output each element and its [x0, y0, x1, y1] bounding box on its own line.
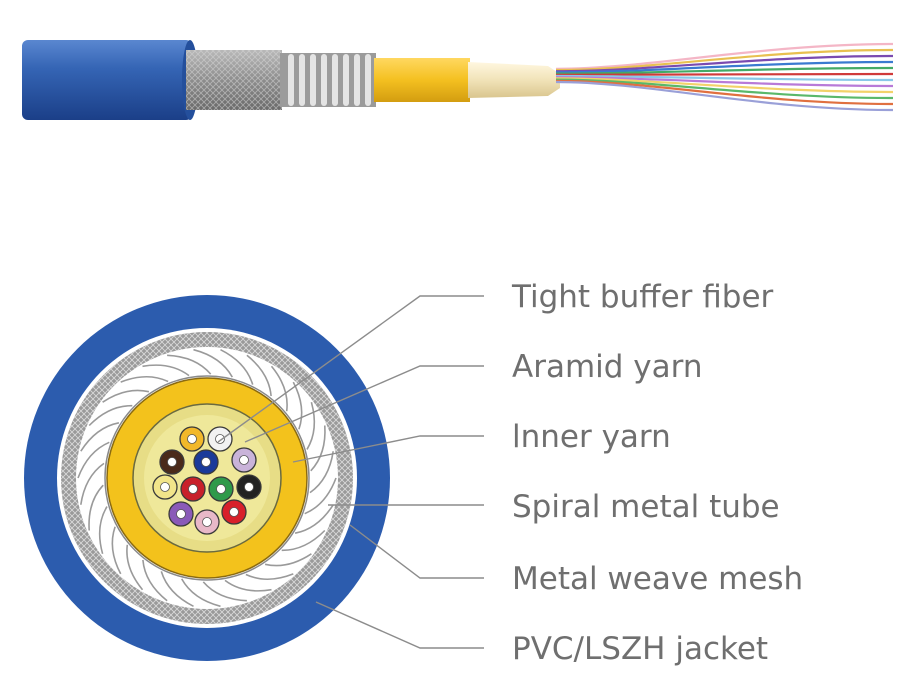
spiral-arc — [270, 365, 288, 412]
fiber-strand — [555, 48, 894, 72]
spiral-arc — [246, 354, 272, 397]
spiral-arc — [245, 573, 294, 581]
fiber-strand — [555, 54, 894, 73]
leader-aramid-yarn — [244, 365, 484, 443]
fiber-strand — [555, 66, 894, 75]
spiral-arc — [264, 553, 312, 567]
leader-lines — [217, 295, 484, 649]
label-aramid-yarn: Aramid yarn — [512, 349, 702, 385]
spiral-rib — [321, 54, 327, 106]
side-aramid — [374, 58, 470, 102]
spiral-arc — [98, 506, 108, 555]
fiber-core — [244, 482, 254, 492]
cable-cross-section — [24, 295, 390, 661]
spiral-arc — [304, 477, 337, 515]
side-mesh-weave — [186, 50, 282, 110]
fiber-core — [160, 482, 170, 492]
spiral-rib — [299, 54, 305, 106]
spiral-arc — [281, 529, 326, 552]
spiral-arc — [80, 462, 105, 505]
label-tight-buffer-fiber: Tight buffer fiber — [511, 279, 774, 315]
label-inner-yarn: lnner yarn — [512, 419, 671, 455]
spiral-arc — [193, 348, 233, 378]
label-spiral-metal-tube: Spiral metal tube — [512, 489, 780, 525]
label-pvc-lszh-jacket: PVC/LSZH jacket — [512, 631, 768, 667]
spiral-rib — [332, 54, 338, 106]
spiral-arc — [202, 581, 247, 602]
spiral-arc — [126, 544, 144, 591]
spiral-arc — [111, 526, 122, 575]
side-fiber-fan — [555, 42, 894, 112]
cross-spiral-inner-edge — [104, 375, 310, 581]
spiral-arc — [310, 425, 326, 472]
fiber-strand — [555, 79, 894, 106]
spiral-arc — [309, 451, 334, 494]
fiber-core — [229, 507, 239, 517]
leader-metal-weave-mesh — [349, 524, 484, 579]
cross-spiral-metal-tube — [77, 348, 337, 608]
spiral-arc — [142, 559, 168, 602]
side-spiral-tube — [280, 53, 376, 107]
side-inner-yarn — [468, 62, 560, 98]
spiral-arc — [220, 348, 254, 385]
spiral-arc — [160, 571, 194, 608]
spiral-arc — [88, 484, 104, 531]
spiral-arc — [77, 441, 110, 479]
spiral-rib — [310, 54, 316, 106]
fiber-strand — [555, 78, 894, 100]
fiber-strand — [555, 77, 894, 94]
leader-inner-yarn — [292, 435, 484, 463]
spiral-rib — [288, 54, 294, 106]
fiber-core — [202, 517, 212, 527]
spiral-arc — [181, 578, 221, 608]
fiber-core — [201, 457, 211, 467]
spiral-rib — [365, 54, 371, 106]
leader-pvc-lszh-jacket — [315, 601, 484, 649]
spiral-arc — [102, 389, 150, 403]
cross-tight-buffer-fibers — [152, 426, 262, 535]
fiber-core — [167, 457, 177, 467]
spiral-arc — [120, 375, 169, 383]
fiber-core — [176, 509, 186, 519]
fiber-strand — [555, 42, 894, 70]
fiber-core — [188, 484, 198, 494]
fiber-strand — [555, 72, 894, 76]
spiral-arc — [80, 422, 120, 452]
spiral-arc — [88, 404, 133, 427]
fiber-strand — [555, 74, 894, 82]
side-jacket — [22, 40, 192, 120]
cable-side-view — [22, 40, 894, 120]
spiral-arc — [294, 504, 334, 534]
spiral-rib — [343, 54, 349, 106]
spiral-arc — [306, 401, 316, 450]
fiber-core — [215, 434, 225, 444]
spiral-arc — [142, 364, 190, 377]
spiral-arc — [167, 354, 212, 375]
fiber-core — [239, 455, 249, 465]
fiber-core — [187, 434, 197, 444]
side-spiral-ribs — [288, 54, 371, 106]
label-metal-weave-mesh: Metal weave mesh — [512, 561, 803, 597]
spiral-rib — [354, 54, 360, 106]
fiber-core — [216, 484, 226, 494]
leader-tight-buffer-fiber — [217, 295, 484, 443]
fiber-strand — [555, 80, 894, 112]
fiber-strand — [555, 60, 894, 74]
spiral-arc — [224, 579, 272, 592]
fiber-strand — [555, 76, 894, 88]
